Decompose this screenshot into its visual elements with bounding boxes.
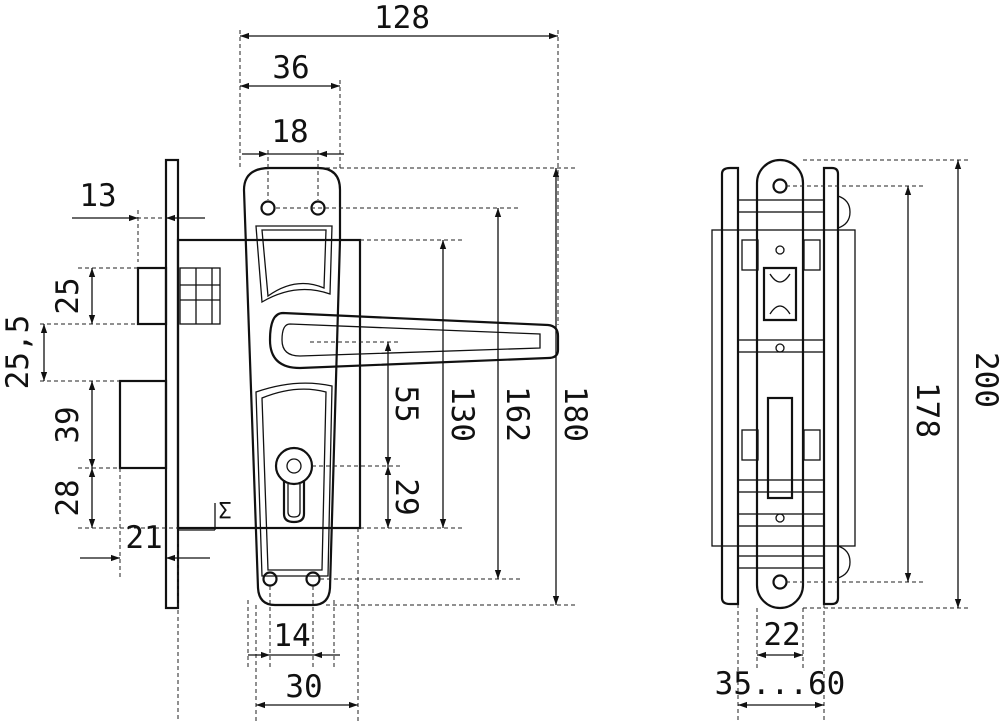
faceplate-screw-top — [772, 178, 788, 194]
dim-39-label: 39 — [50, 406, 86, 443]
dim-13-label: 13 — [79, 178, 116, 214]
deadbolt-opening — [766, 396, 794, 500]
dim-14-label: 14 — [273, 618, 310, 654]
cylinder-mark: Σ — [218, 499, 231, 524]
plate-recess-bottom — [261, 388, 327, 571]
dim-128-label: 128 — [374, 0, 430, 36]
dim-28-label: 28 — [50, 479, 86, 516]
dim-178-label: 178 — [909, 382, 945, 438]
latch-bolt-inner — [179, 267, 221, 325]
handle-plate — [242, 166, 342, 607]
dim-29-label: 29 — [388, 478, 424, 515]
latch-opening — [762, 266, 798, 322]
dim-180-label: 180 — [557, 386, 593, 442]
door-leaf — [711, 229, 856, 547]
screw-hole-top-left — [260, 200, 276, 216]
faceplate-screw-bottom — [772, 574, 788, 590]
cylinder-ring — [274, 446, 314, 486]
dim-18-label: 18 — [271, 114, 308, 150]
lever-handle — [268, 311, 560, 370]
extension-lines — [40, 30, 970, 721]
side-view — [711, 158, 856, 610]
dead-bolt — [118, 379, 168, 470]
bolt-tail — [178, 503, 216, 531]
dim-25-5-label: 25,5 — [0, 315, 36, 390]
plate-recess-top — [261, 229, 327, 298]
dim-55-label: 55 — [388, 385, 424, 422]
dim-30-label: 30 — [285, 669, 322, 705]
dim-22-label: 22 — [763, 617, 800, 653]
dim-21-label: 21 — [125, 520, 162, 556]
dimension-lines — [40, 32, 962, 709]
dim-25-label: 25 — [50, 277, 86, 314]
side-plate-left — [720, 166, 740, 606]
lock-body — [176, 238, 362, 530]
dimension-labels: 128 36 18 13 25 25,5 39 28 21 55 29 130 … — [0, 0, 1000, 705]
dim-36-label: 36 — [272, 50, 309, 86]
dim-130-label: 130 — [444, 386, 480, 442]
faceplate-front — [755, 158, 805, 610]
through-bolt-1 — [737, 199, 825, 213]
keyhole — [282, 480, 306, 524]
dim-35-60-label: 35...60 — [715, 666, 846, 702]
screw-hole-bottom-left — [262, 571, 278, 587]
latch-bolt — [136, 266, 168, 326]
front-view: Σ — [118, 158, 560, 610]
screw-hole-bottom-right — [305, 571, 321, 587]
dim-200-label: 200 — [968, 352, 1000, 408]
cylinder-core — [286, 458, 302, 474]
lock-faceplate — [164, 158, 180, 610]
dim-162-label: 162 — [499, 386, 535, 442]
side-plate-right — [822, 166, 840, 606]
